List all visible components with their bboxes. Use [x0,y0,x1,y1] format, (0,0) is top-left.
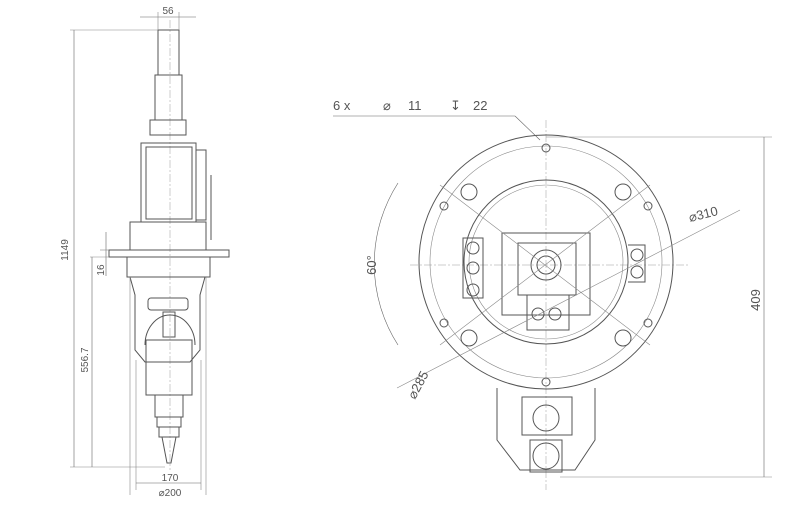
front-view: 6 x ⌀ 11 ↧ 22 ⌀310 ⌀285 60° 409 [333,98,772,490]
hole-count: 6 x [333,98,351,113]
dim-angle: 60° [364,255,379,275]
dim-diameter: ⌀200 [159,488,182,499]
dim-total-height: 1149 [60,239,71,261]
hole-diameter-symbol: ⌀ [383,98,391,113]
dim-inner-circle: ⌀285 [404,368,431,401]
depth-symbol: ↧ [450,98,461,113]
hole-diameter: 11 [408,98,422,113]
dim-bolt-circle: ⌀310 [687,203,719,225]
dim-flange-thickness: 16 [96,264,107,276]
dim-lower-height: 556.7 [80,347,91,372]
dim-width: 170 [162,473,179,484]
bolt-holes [439,143,653,387]
side-view: 56 1149 16 556.7 170 ⌀200 [60,6,230,499]
dim-height: 409 [748,289,763,311]
dim-top-width: 56 [162,6,174,17]
hole-depth: 22 [473,98,487,113]
